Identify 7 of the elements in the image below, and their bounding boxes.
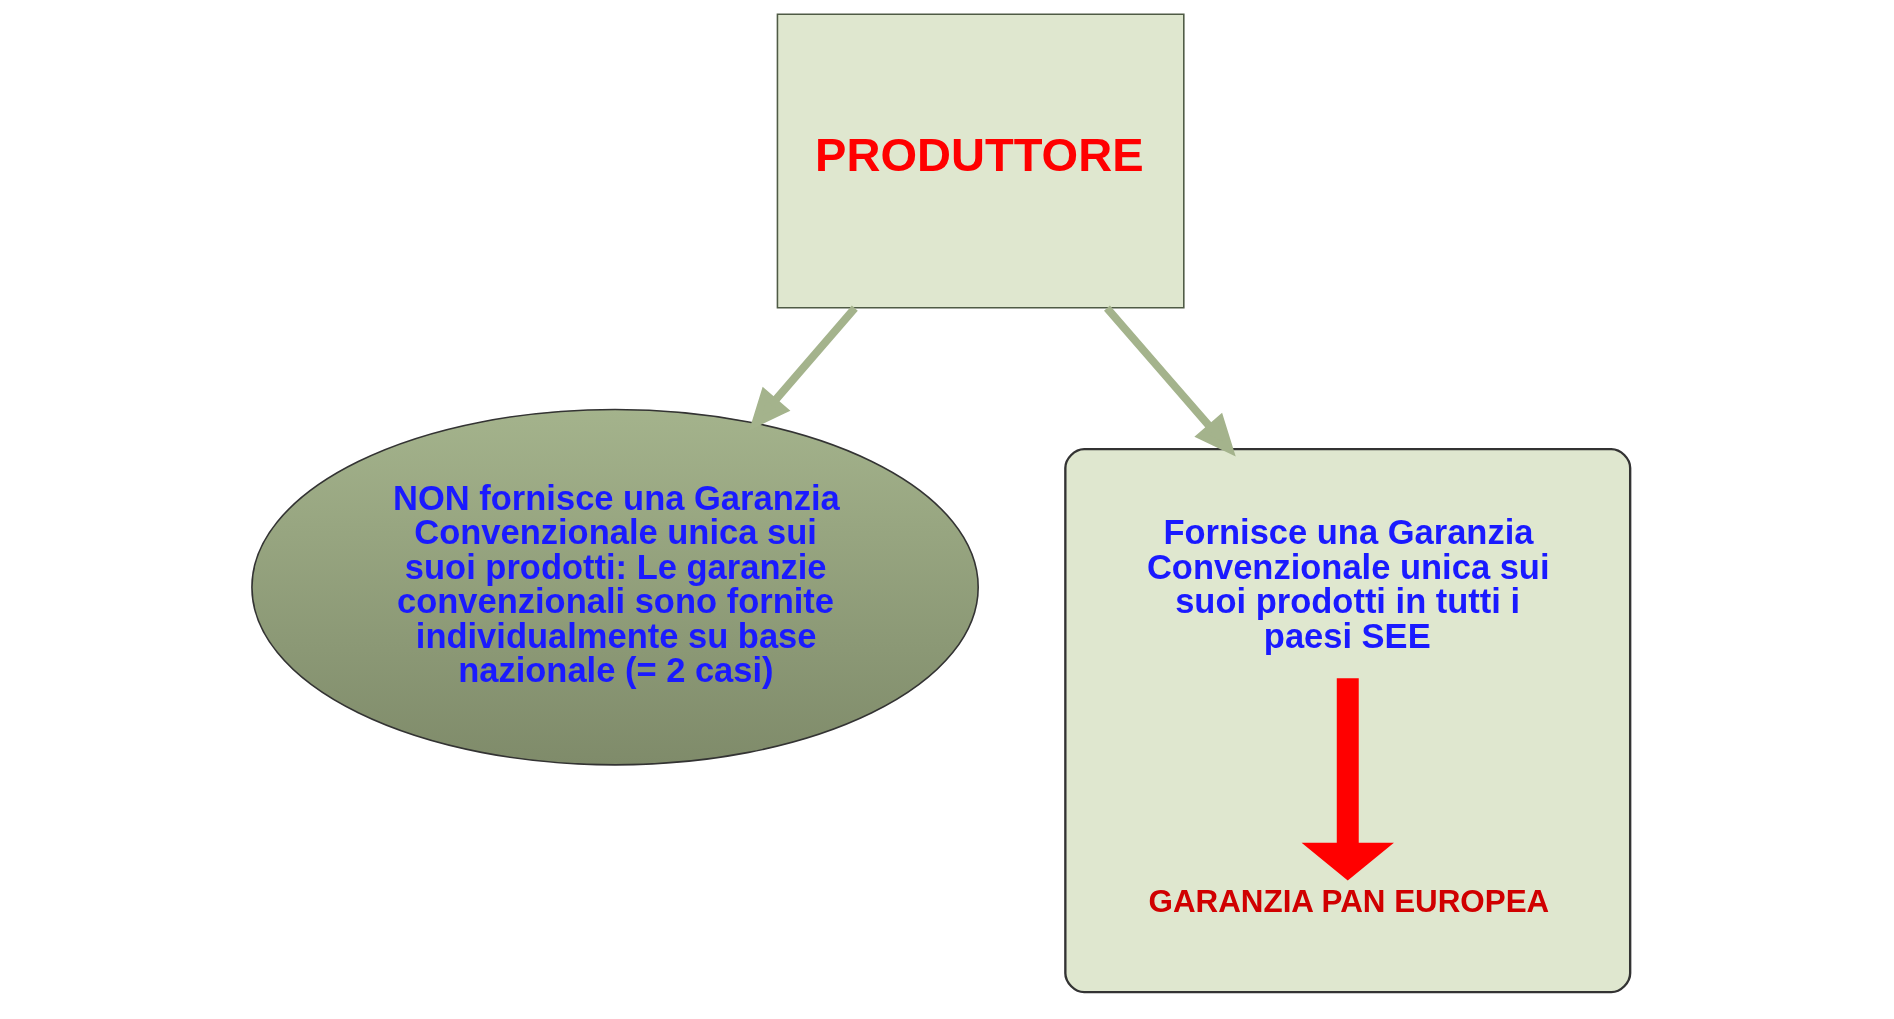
node-box: PRODUTTORE bbox=[776, 13, 1185, 309]
node-text: GARANZIA PAN EUROPEA bbox=[1148, 884, 1549, 920]
arrow bbox=[1103, 305, 1236, 457]
arrow bbox=[1301, 678, 1394, 881]
node-text: Fornisce una Garanzia Convenzionale unica sui suoi prodotti in tutti i paesi SEE bbox=[1146, 513, 1550, 655]
cluster bbox=[1063, 447, 1631, 994]
node-ellipse: NON fornisce una Garanzia Convenzionale unica sui suoi prodotti: Le garanzie convenzionali sono fornite individualmente su base nazionale (= 2 casi) bbox=[250, 408, 979, 766]
